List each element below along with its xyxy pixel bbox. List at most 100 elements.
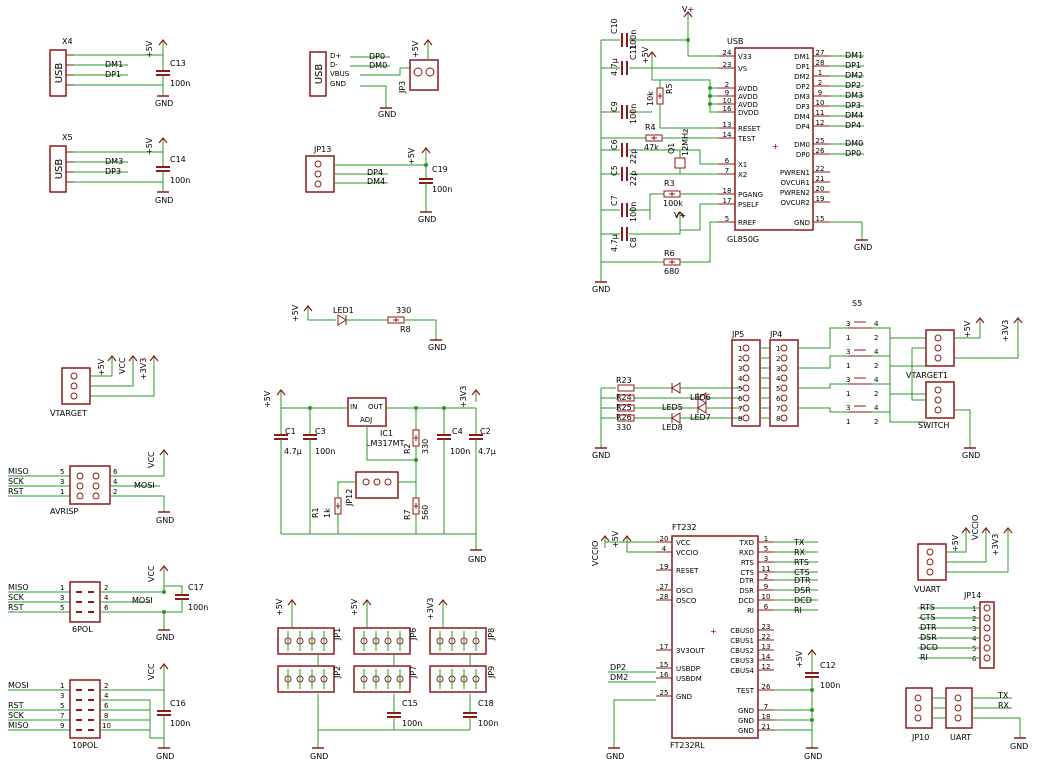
c6-value: 22p bbox=[629, 149, 638, 164]
pol6-l1: MISO bbox=[8, 583, 29, 592]
c15-ref: C15 bbox=[402, 699, 418, 708]
ft-pin-num: 10 bbox=[762, 593, 771, 601]
reg-ic-ref: IC1 bbox=[380, 429, 393, 438]
ft-pin-num: 16 bbox=[660, 671, 669, 679]
jp14-net-label: DCD bbox=[920, 643, 938, 652]
hub-pin-name: PWREN1 bbox=[780, 169, 810, 177]
ft-pin-num: 11 bbox=[762, 565, 771, 573]
switch-pin-num: 1 bbox=[846, 362, 850, 370]
ft-pin-num: 12 bbox=[762, 663, 771, 671]
c2-ref: C2 bbox=[480, 427, 491, 436]
avrisp-ref: AVRISP bbox=[50, 507, 78, 516]
ft-net-label: TX bbox=[793, 538, 805, 547]
c13-value: 100n bbox=[170, 79, 190, 88]
ft-pin-name: USBDP bbox=[676, 665, 700, 673]
ft-dp: DP2 bbox=[610, 663, 626, 672]
switch-gnd: GND bbox=[962, 451, 980, 460]
regulator-lm317: +5V IN OUT ADJ IC1 LM317MT +3V3 C1 4.7µ … bbox=[263, 386, 496, 564]
svg-text:6: 6 bbox=[104, 702, 109, 710]
hub-pin-name: AVDD bbox=[738, 93, 758, 101]
ft-pin-num: 2 bbox=[764, 573, 768, 581]
vuart-rail3: +3V3 bbox=[991, 534, 1000, 556]
r24-ref: R24 bbox=[616, 393, 632, 402]
switch-pin-num: 2 bbox=[874, 362, 878, 370]
jp14-net-label: DSR bbox=[920, 633, 937, 642]
s5-ref: S5 bbox=[852, 299, 862, 308]
switch-pin-num: 3 bbox=[846, 376, 850, 384]
svg-text:3: 3 bbox=[60, 594, 64, 602]
jp14-net-label: RI bbox=[920, 653, 928, 662]
c17-ref: C17 bbox=[188, 583, 204, 592]
uart-net1: TX bbox=[997, 691, 1009, 700]
hub-pin-num: 1 bbox=[818, 69, 822, 77]
vtarget-ref: VTARGET bbox=[50, 409, 87, 418]
x4-usb-label: USB bbox=[54, 63, 65, 84]
ft-pin-num: 21 bbox=[762, 723, 771, 731]
avrisp-gnd: GND bbox=[156, 516, 174, 525]
pol6-l2: SCK bbox=[8, 593, 25, 602]
header-pin-num: 7 bbox=[738, 405, 742, 413]
svg-text:2: 2 bbox=[113, 488, 117, 496]
ft-rail-5v: +5V bbox=[611, 530, 620, 548]
x4-ref: X4 bbox=[62, 37, 73, 46]
jp14-pin-num: 6 bbox=[972, 655, 977, 663]
usbin-dminus: D- bbox=[330, 61, 338, 69]
reg-adj: ADJ bbox=[360, 416, 372, 424]
header-pin-num: 2 bbox=[738, 355, 742, 363]
avrisp-connector: MISO SCK RST 531 642 AVRISP VCC MOSI GND bbox=[8, 449, 174, 525]
hub-pin-num: 2 bbox=[818, 79, 822, 87]
hub-net-label: DM0 bbox=[845, 139, 863, 148]
jp13-rail: +5V bbox=[407, 147, 416, 165]
hub-net-label: DP3 bbox=[845, 101, 861, 110]
hub-pin-num: 18 bbox=[723, 187, 732, 195]
svg-text:7: 7 bbox=[60, 712, 64, 720]
usbin-gnd-pin: GND bbox=[330, 80, 346, 88]
connector-6pol: MISO SCK RST 135 246 6POL VCC C17 100n M… bbox=[8, 565, 208, 642]
ft-pin-name: RESET bbox=[676, 567, 699, 575]
header-pin-num: 7 bbox=[776, 405, 780, 413]
r4-value: 47k bbox=[644, 143, 659, 152]
jp5-ref: JP5 bbox=[731, 330, 744, 339]
c19-value: 100n bbox=[432, 185, 452, 194]
hub-pin-num: 28 bbox=[816, 59, 825, 67]
led1-group: +5V LED1 330 R8 GND bbox=[291, 304, 446, 352]
jp13-group: JP13 DP4 DM4 +5V C19 100n GND bbox=[305, 145, 452, 224]
hub-pin-num: 23 bbox=[723, 61, 732, 69]
r8-ref: R8 bbox=[400, 325, 411, 334]
switch-pin-num: 2 bbox=[874, 390, 878, 398]
pol10-l2: RST bbox=[8, 701, 24, 710]
ft-part: FT232RL bbox=[670, 741, 705, 750]
ft-pin-num: 22 bbox=[762, 633, 771, 641]
pol6-rail: VCC bbox=[147, 565, 156, 582]
jp13-ref: JP13 bbox=[313, 145, 331, 154]
pol6-gnd: GND bbox=[156, 633, 174, 642]
hub-pin-num: 9 bbox=[818, 89, 822, 97]
ft-pin-num: 26 bbox=[762, 683, 771, 691]
vuart-ref: VUART bbox=[914, 585, 941, 594]
ft-center-marker: + bbox=[710, 627, 717, 636]
svg-text:3: 3 bbox=[60, 692, 64, 700]
header-pin-num: 4 bbox=[738, 375, 743, 383]
reg-rail-out: +3V3 bbox=[459, 386, 468, 408]
jp14-net-label: RTS bbox=[920, 603, 935, 612]
c2-value: 4.7µ bbox=[478, 447, 496, 456]
header-pin-num: 5 bbox=[776, 385, 780, 393]
r8-value: 330 bbox=[396, 306, 411, 315]
ft-pin-num: 18 bbox=[762, 713, 771, 721]
header-pin-num: 8 bbox=[738, 415, 742, 423]
uart-net2: RX bbox=[998, 701, 1010, 710]
c13-rail: +5V bbox=[145, 40, 154, 58]
hub-pin-name: X2 bbox=[738, 171, 747, 179]
r7-value: 560 bbox=[421, 505, 430, 520]
c12-value: 100n bbox=[820, 681, 840, 690]
hub-net-label: DM4 bbox=[845, 111, 863, 120]
jp4-ref: JP4 bbox=[769, 330, 782, 339]
svg-text:5: 5 bbox=[60, 604, 64, 612]
usbin-net1: DP0 bbox=[369, 52, 385, 61]
hub-center-marker: + bbox=[772, 142, 779, 151]
led8-ref: LED8 bbox=[662, 423, 683, 432]
hub-pin-name: DM4 bbox=[794, 113, 810, 121]
c4-ref: C4 bbox=[452, 427, 463, 436]
